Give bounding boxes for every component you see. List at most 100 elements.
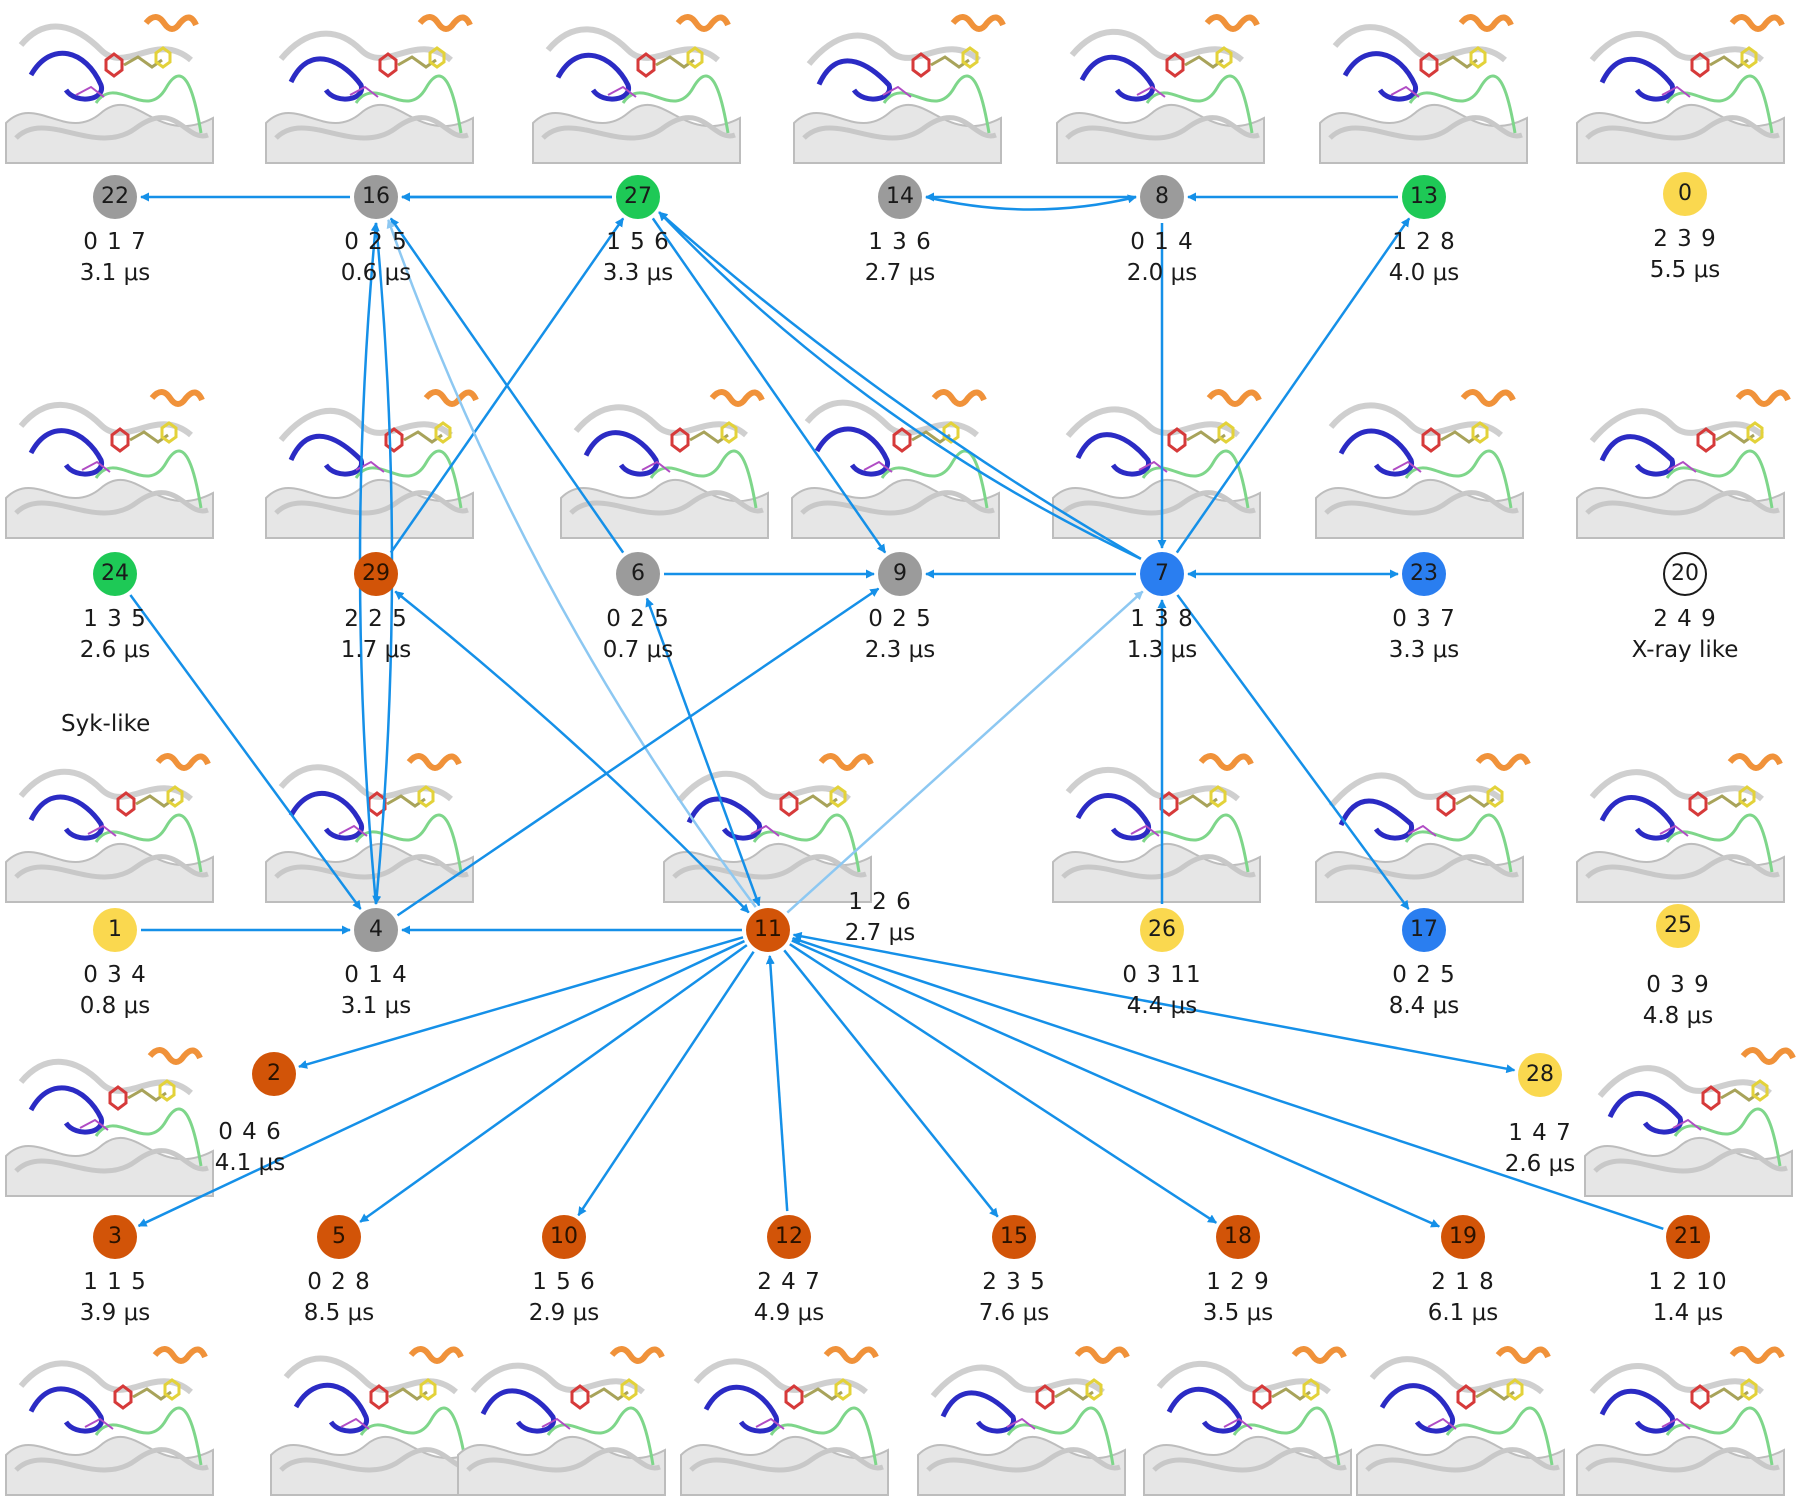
transition-arrow — [1176, 594, 1410, 910]
structure-thumbnail — [532, 14, 741, 164]
state-time-23: 3.3 μs — [1388, 637, 1460, 663]
state-node-9: 9 — [878, 552, 922, 596]
transition-arrow — [298, 936, 744, 1069]
structure-thumbnail — [5, 1047, 214, 1197]
transition-arrow — [396, 587, 880, 917]
state-counts-18: 1 2 9 — [1206, 1269, 1270, 1295]
state-node-4: 4 — [354, 908, 398, 952]
structure-thumbnail — [917, 1346, 1130, 1496]
state-node-16: 16 — [354, 175, 398, 219]
state-node-25: 25 — [1656, 904, 1700, 948]
state-node-19: 19 — [1441, 1215, 1485, 1259]
state-node-7: 7 — [1140, 552, 1184, 596]
transition-arrow — [577, 950, 755, 1217]
state-time-2: 4.1 μs — [214, 1150, 286, 1176]
state-time-21: 1.4 μs — [1652, 1300, 1724, 1326]
transition-arrow — [1175, 217, 1411, 554]
state-counts-10: 1 5 6 — [532, 1269, 596, 1295]
structure-thumbnail — [793, 14, 1006, 164]
state-counts-14: 1 3 6 — [868, 229, 932, 255]
transition-arrow — [925, 194, 1137, 211]
state-counts-20: 2 4 9 — [1653, 606, 1717, 632]
state-node-2: 2 — [252, 1052, 296, 1096]
state-node-5: 5 — [317, 1215, 361, 1259]
state-time-22: 3.1 μs — [79, 260, 151, 286]
state-time-14: 2.7 μs — [864, 260, 936, 286]
transition-arrow — [394, 590, 750, 914]
state-time-17: 8.4 μs — [1388, 993, 1460, 1019]
state-time-27: 3.3 μs — [602, 260, 674, 286]
structure-thumbnail — [560, 389, 769, 539]
state-time-6: 0.7 μs — [602, 637, 674, 663]
state-node-8: 8 — [1140, 175, 1184, 219]
state-time-4: 3.1 μs — [340, 993, 412, 1019]
state-counts-23: 0 3 7 — [1392, 606, 1456, 632]
state-node-10: 10 — [542, 1215, 586, 1259]
state-node-12: 12 — [767, 1215, 811, 1259]
transition-arrow — [786, 590, 1144, 914]
state-counts-0: 2 3 9 — [1653, 226, 1717, 252]
state-counts-7: 1 3 8 — [1130, 606, 1194, 632]
structure-thumbnail — [663, 753, 874, 903]
state-counts-13: 1 2 8 — [1392, 229, 1456, 255]
state-time-26: 4.4 μs — [1126, 993, 1198, 1019]
state-node-22: 22 — [93, 175, 137, 219]
state-time-3: 3.9 μs — [79, 1300, 151, 1326]
state-time-8: 2.0 μs — [1126, 260, 1198, 286]
state-counts-11: 1 2 6 — [848, 889, 912, 915]
state-time-29: 1.7 μs — [340, 637, 412, 663]
state-counts-6: 0 2 5 — [606, 606, 670, 632]
structure-thumbnail — [680, 1346, 889, 1496]
structure-thumbnail — [1056, 14, 1265, 164]
state-counts-3: 1 1 5 — [83, 1269, 147, 1295]
structure-thumbnail — [5, 1346, 214, 1496]
transition-arrow — [129, 594, 362, 910]
state-node-28: 28 — [1518, 1053, 1562, 1097]
state-time-13: 4.0 μs — [1388, 260, 1460, 286]
state-counts-26: 0 3 11 — [1122, 962, 1202, 988]
structure-thumbnail — [1143, 1346, 1352, 1496]
state-counts-4: 0 1 4 — [344, 962, 408, 988]
state-counts-17: 0 2 5 — [1392, 962, 1456, 988]
structure-thumbnail — [791, 389, 1000, 539]
state-time-24: 2.6 μs — [79, 637, 151, 663]
transition-arrow — [792, 931, 1516, 1074]
state-node-0: 0 — [1663, 172, 1707, 216]
state-time-20: X-ray like — [1631, 637, 1739, 663]
state-counts-16: 0 2 5 — [344, 229, 408, 255]
state-counts-1: 0 3 4 — [83, 962, 147, 988]
transition-arrow — [658, 211, 1142, 560]
state-time-5: 8.5 μs — [303, 1300, 375, 1326]
structure-thumbnail — [5, 389, 214, 539]
state-counts-24: 1 3 5 — [83, 606, 147, 632]
state-node-14: 14 — [878, 175, 922, 219]
state-node-24: 24 — [93, 552, 137, 596]
state-time-0: 5.5 μs — [1649, 257, 1721, 283]
structure-thumbnail — [1052, 753, 1261, 903]
state-time-1: 0.8 μs — [79, 993, 151, 1019]
state-time-18: 3.5 μs — [1202, 1300, 1274, 1326]
state-time-11: 2.7 μs — [844, 920, 916, 946]
state-counts-29: 2 2 5 — [344, 606, 408, 632]
state-node-3: 3 — [93, 1215, 137, 1259]
state-time-16: 0.6 μs — [340, 260, 412, 286]
state-node-6: 6 — [616, 552, 660, 596]
state-counts-19: 2 1 8 — [1431, 1269, 1495, 1295]
state-time-12: 4.9 μs — [753, 1300, 825, 1326]
transition-arrow — [783, 949, 999, 1218]
state-counts-21: 1 2 10 — [1648, 1269, 1728, 1295]
state-time-7: 1.3 μs — [1126, 637, 1198, 663]
state-node-1: 1 — [93, 908, 137, 952]
structure-thumbnail — [1576, 1346, 1785, 1496]
transition-arrow — [359, 944, 748, 1223]
structure-thumbnail — [5, 14, 214, 164]
structure-thumbnail — [1356, 1346, 1565, 1496]
state-node-11: 11 — [746, 908, 790, 952]
transition-arrow — [137, 939, 746, 1228]
state-counts-15: 2 3 5 — [982, 1269, 1046, 1295]
state-counts-5: 0 2 8 — [307, 1269, 371, 1295]
state-node-29: 29 — [354, 552, 398, 596]
state-counts-25: 0 3 9 — [1646, 972, 1710, 998]
structure-thumbnail — [1052, 389, 1262, 539]
state-time-9: 2.3 μs — [864, 637, 936, 663]
